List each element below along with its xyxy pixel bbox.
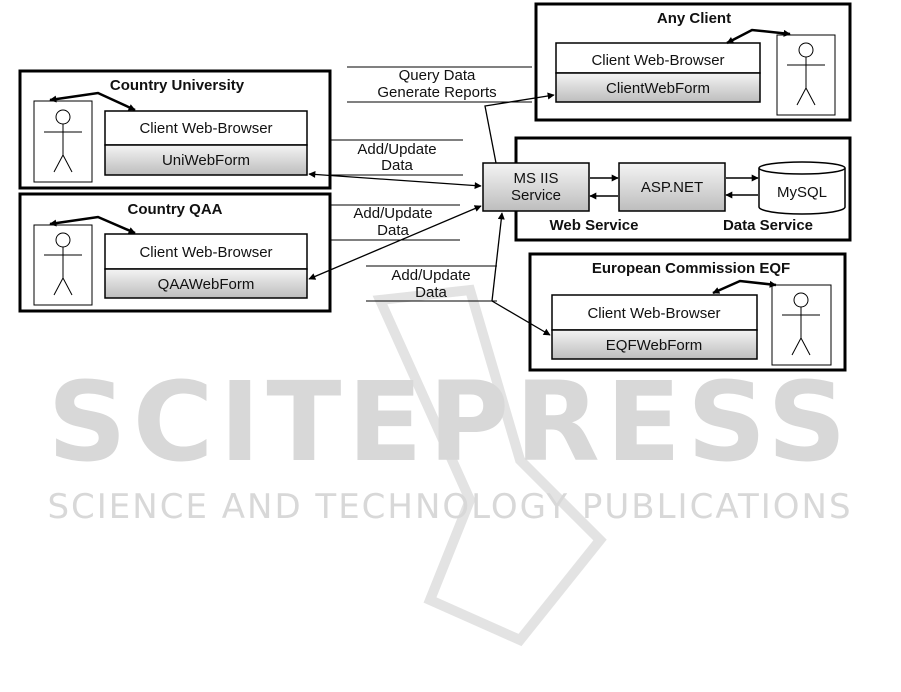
eqf-title: European Commission EQF [592,260,790,277]
any-client-group: Any Client Client Web-Browser ClientWebF… [534,2,852,122]
watermark: SCITEPRESS SCIENCE AND TECHNOLOGY PUBLIC… [47,284,852,647]
client-browser-label: Client Web-Browser [591,52,724,69]
query-label-2: Generate Reports [377,84,496,101]
interaction-arrow [49,91,136,112]
eqf-form-label: EQFWebForm [606,337,702,354]
uni-label-2: Data [381,157,413,174]
uni-form-label: UniWebForm [162,152,250,169]
country-university-group: Country University Client Web-Browser Un… [18,69,332,190]
watermark-title: SCITEPRESS [47,358,852,486]
country-university-title: Country University [110,77,245,94]
query-label-1: Query Data [399,67,476,84]
qaa-to-iis-arrow [308,205,482,280]
data-service-label: Data Service [723,217,813,234]
eqf-browser-label: Client Web-Browser [587,305,720,322]
client-form-label: ClientWebForm [606,80,710,97]
qaa-label-1: Add/Update [353,205,432,222]
aspnet-label: ASP.NET [641,179,703,196]
uni-browser-label: Client Web-Browser [139,120,272,137]
eqf-label-1: Add/Update [391,267,470,284]
user-actor-icon [771,284,832,366]
user-actor-icon [33,100,93,183]
internal-arrows [589,174,759,200]
uni-label-1: Add/Update [357,141,436,158]
user-actor-icon [33,224,93,306]
interaction-arrow [712,279,777,295]
mysql-label: MySQL [777,184,827,201]
uni-web-form [104,144,308,176]
qaa-web-form [104,268,308,299]
connection-arrows [308,92,555,336]
server-group: MS IIS Service ASP.NET MySQL Web Service… [482,136,852,242]
aspnet-box [618,162,726,212]
ms-iis-service-box [482,162,590,212]
mysql-database-icon [758,161,846,215]
qaa-label-2: Data [377,222,409,239]
user-actor-icon [776,34,836,116]
eqf-group: European Commission EQF Client Web-Brows… [528,252,847,372]
country-qaa-group: Country QAA Client Web-Browser QAAWebFor… [18,192,332,313]
any-client-title: Any Client [657,10,731,27]
interaction-arrow [49,215,136,235]
watermark-subtitle: SCIENCE AND TECHNOLOGY PUBLICATIONS [47,487,852,527]
eqf-web-form [551,329,758,360]
interaction-arrow [726,28,791,45]
qaa-form-label: QAAWebForm [158,276,255,293]
iis-label-2: Service [511,187,561,204]
iis-to-client-arrow [484,92,555,164]
country-qaa-title: Country QAA [128,201,223,218]
eqf-to-iis-arrow [491,212,505,302]
eqf-label-2: Data [415,284,447,301]
qaa-browser-label: Client Web-Browser [139,244,272,261]
iis-to-eqf-arrow [491,300,551,336]
client-web-form [555,72,761,103]
web-service-label: Web Service [550,217,639,234]
iis-label-1: MS IIS [513,170,558,187]
uni-to-iis-arrow [308,170,482,190]
